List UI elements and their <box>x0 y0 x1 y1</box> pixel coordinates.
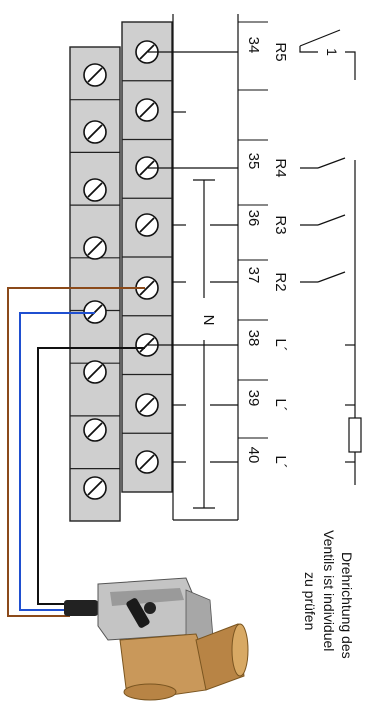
screw-slot <box>87 124 103 140</box>
terminal-relay-label: R4 <box>272 158 289 177</box>
right-terminal-screw-3 <box>135 156 159 180</box>
left-terminal-screw-6 <box>83 360 107 384</box>
left-terminal-screw-2 <box>83 120 107 144</box>
terminal-relay-label: L´ <box>272 338 289 351</box>
terminal-number: 36 <box>245 210 262 227</box>
rotation-note: Drehrichtung des Ventils ist individuel … <box>302 530 355 659</box>
valve-port <box>231 623 249 677</box>
right-terminal-screw-8 <box>135 450 159 474</box>
valve-outlet <box>195 623 245 691</box>
right-terminal-screw-2 <box>135 98 159 122</box>
left-terminal-screw-7 <box>83 418 107 442</box>
wire-blue <box>19 312 95 611</box>
screw-slot <box>139 280 155 296</box>
terminal-block-left <box>69 46 121 522</box>
right-terminal-screw-4 <box>135 213 159 237</box>
contact-r3-blade <box>317 214 346 226</box>
valve-inlet <box>123 683 177 701</box>
terminal-separators <box>238 21 268 439</box>
terminal-relay-label: L´ <box>272 398 289 411</box>
right-terminal-screw-6 <box>135 333 159 357</box>
wire-black <box>37 347 145 605</box>
contact-r5-return <box>345 51 356 80</box>
screw-slot <box>139 454 155 470</box>
cable-gland <box>64 600 98 616</box>
terminal-relay-label: R3 <box>272 215 289 234</box>
left-terminal-screw-1 <box>83 63 107 87</box>
terminal-number: 35 <box>245 153 262 170</box>
left-terminal-screw-8 <box>83 476 107 500</box>
terminal-relay-label: L´ <box>272 455 289 468</box>
screw-slot <box>87 364 103 380</box>
right-terminal-screw-7 <box>135 393 159 417</box>
terminal-number: 40 <box>245 447 262 464</box>
terminal-number: 37 <box>245 267 262 284</box>
note-line-1: Drehrichtung des <box>339 552 355 659</box>
screw-slot <box>87 422 103 438</box>
screw-slot <box>139 102 155 118</box>
terminal-number: 39 <box>245 390 262 407</box>
terminal-number: 38 <box>245 330 262 347</box>
actuator-knob <box>144 602 156 614</box>
terminal-relay-label: R5 <box>272 42 289 61</box>
terminal-block-right <box>121 21 173 493</box>
screw-slot <box>139 160 155 176</box>
terminal-block-left-body <box>69 46 121 522</box>
screw-slot <box>139 44 155 60</box>
contact-r4-blade <box>317 157 346 169</box>
screw-slot <box>139 397 155 413</box>
contact-r5-blade <box>299 29 341 47</box>
wire-brown <box>7 287 145 617</box>
screw-slot <box>87 182 103 198</box>
fuse-symbol <box>348 417 362 453</box>
circuit-lines <box>148 14 239 521</box>
left-terminal-screw-4 <box>83 236 107 260</box>
contact-r5-lead <box>299 46 318 53</box>
contact-r2-blade <box>317 271 346 283</box>
relay-contacts <box>299 29 362 485</box>
neutral-label: N <box>200 315 217 326</box>
switch-number-label: 1 <box>324 48 340 56</box>
actuator-lever <box>126 598 150 628</box>
note-line-3: zu prüfen <box>302 572 318 630</box>
terminal-relay-label: R2 <box>272 272 289 291</box>
screw-slot <box>139 217 155 233</box>
zone-valve-image <box>64 577 249 701</box>
screw-slot <box>87 480 103 496</box>
terminal-number: 34 <box>245 37 262 54</box>
note-line-2: Ventils ist individuel <box>321 530 337 651</box>
screw-slot <box>87 240 103 256</box>
screw-slot <box>87 67 103 83</box>
left-terminal-screw-3 <box>83 178 107 202</box>
screw-slot <box>139 337 155 353</box>
valve-wires <box>7 287 145 617</box>
